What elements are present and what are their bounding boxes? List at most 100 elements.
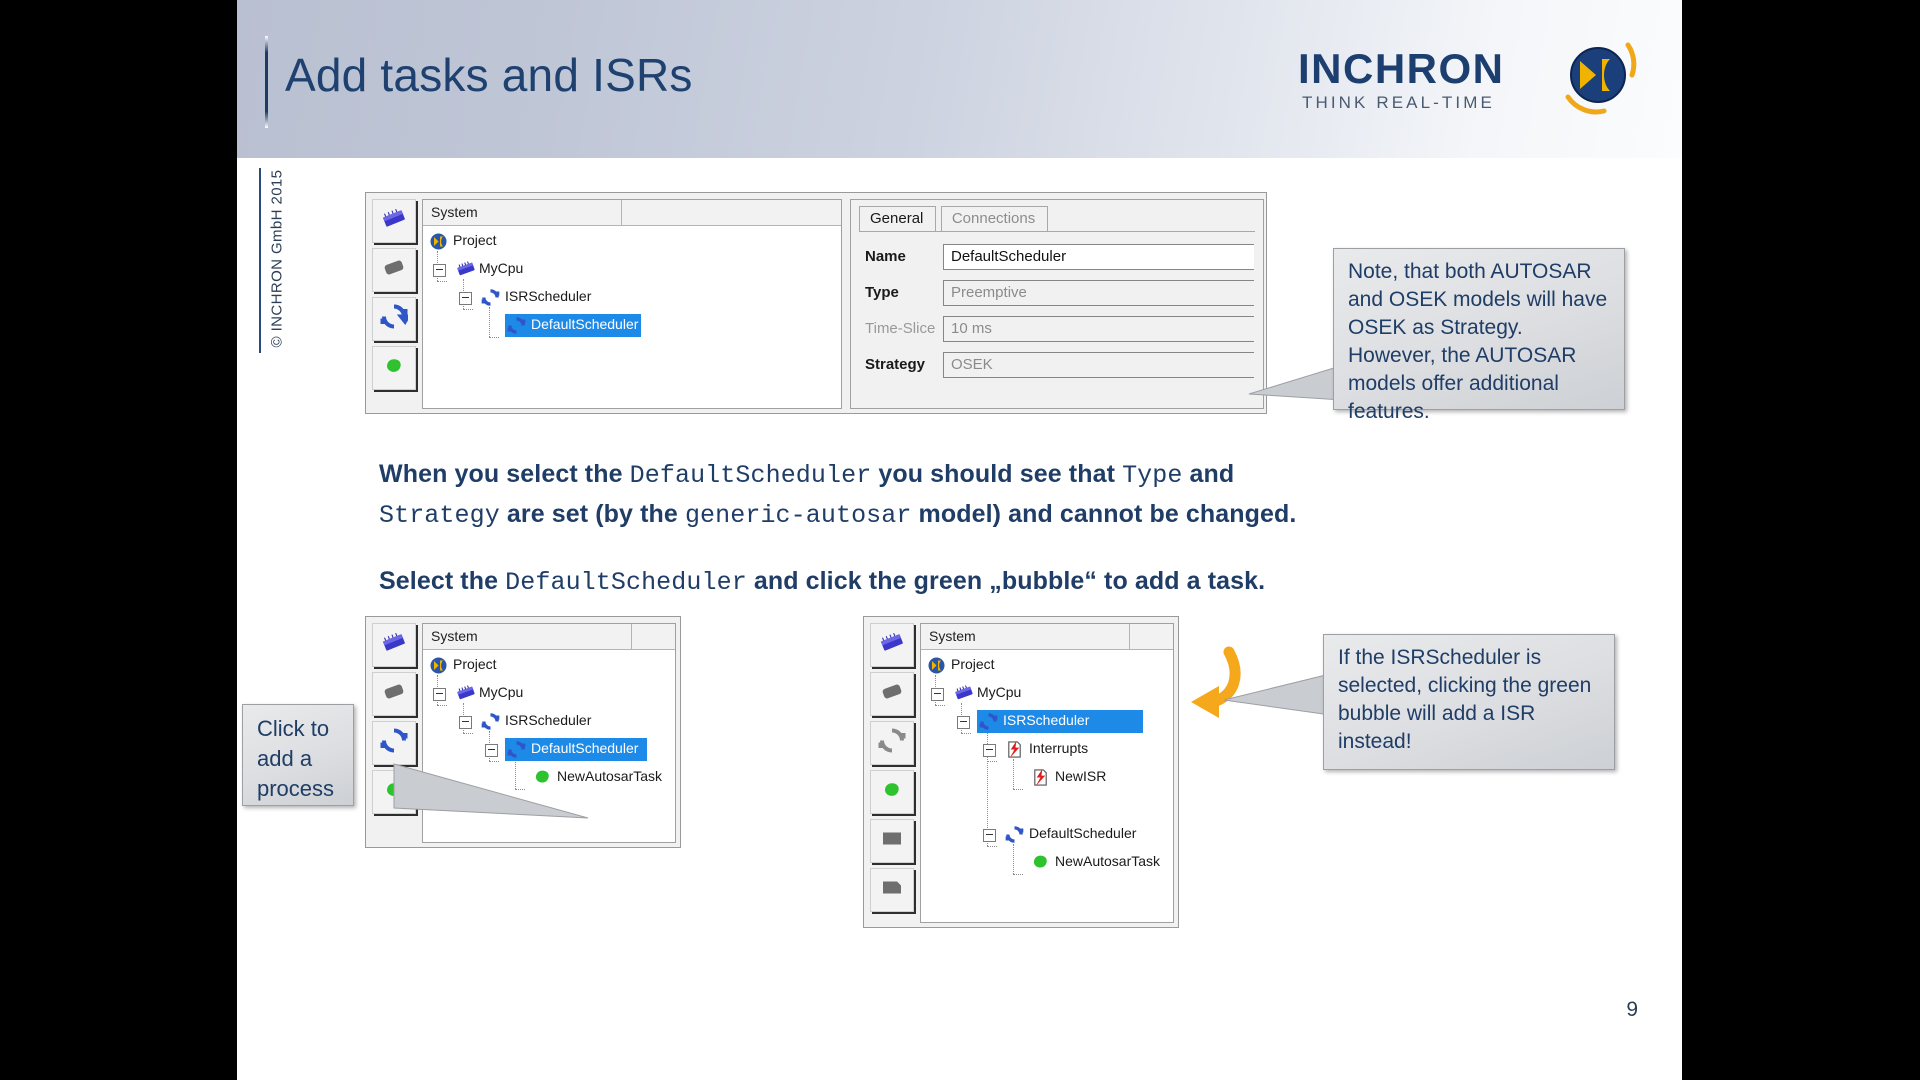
scheduler-icon xyxy=(979,712,998,731)
toolbar-button-memory-block[interactable] xyxy=(870,672,914,716)
gray-rect-icon xyxy=(881,880,903,901)
tree-node-isrscheduler[interactable]: ISRScheduler xyxy=(957,710,1143,733)
code-run: DefaultScheduler xyxy=(629,461,872,490)
slide-header: Add tasks and ISRs INCHRON THINK REAL-TI… xyxy=(237,0,1682,158)
memory-block-icon xyxy=(381,681,407,708)
scheduler-icon xyxy=(481,288,500,307)
expander-icon[interactable] xyxy=(459,292,472,305)
callout-isr-instead: If the ISRScheduler is selected, clickin… xyxy=(1323,634,1615,770)
cpu-chip-icon xyxy=(455,260,475,279)
toolbar-button-memory-block[interactable] xyxy=(372,672,416,716)
copyright-label: © INCHRON GmbH 2015 xyxy=(268,169,286,348)
callout-note-autosar: Note, that both AUTOSAR and OSEK models … xyxy=(1333,248,1625,423)
interrupt-icon xyxy=(1031,768,1050,787)
title-accent-rule xyxy=(265,36,268,128)
scheduler-icon xyxy=(1005,825,1024,844)
tree-node-label: ISRScheduler xyxy=(505,288,592,304)
code-run: Strategy xyxy=(379,501,500,530)
tree-column-header: System xyxy=(423,200,841,226)
tree-node-label: DefaultScheduler xyxy=(1029,825,1137,841)
tree-node-defaultscheduler[interactable]: DefaultScheduler xyxy=(485,738,647,761)
text-run: model) and cannot be changed. xyxy=(911,500,1297,528)
cpu-chip-icon xyxy=(879,632,905,659)
scheduler-refresh-icon xyxy=(380,303,412,336)
expander-icon[interactable] xyxy=(983,744,996,757)
toolbar-button-cpu-chip[interactable] xyxy=(372,199,416,243)
property-value: OSEK xyxy=(951,356,993,373)
logo-wordmark: INCHRON xyxy=(1298,45,1505,92)
toolbar-button-scheduler[interactable] xyxy=(372,721,416,765)
project-icon xyxy=(429,232,448,251)
green-bubble-process-icon xyxy=(882,781,902,804)
tree-node-label: ISRScheduler xyxy=(505,712,592,728)
cpu-chip-icon xyxy=(455,684,475,703)
property-input-type: Preemptive xyxy=(943,280,1254,306)
line-rich-2: Strategy are set (by the generic-autosar… xyxy=(379,500,1297,530)
toolbar-button-cpu-chip[interactable] xyxy=(372,623,416,667)
tree-node-defaultscheduler[interactable]: DefaultScheduler xyxy=(505,314,641,337)
property-label: Type xyxy=(865,284,899,301)
toolbar-button-gray-rect[interactable] xyxy=(870,868,914,912)
tree-node-label: DefaultScheduler xyxy=(531,316,639,332)
code-run: DefaultScheduler xyxy=(505,568,747,597)
interrupt-icon xyxy=(1005,740,1024,759)
screenshot-top-toolbar xyxy=(372,199,416,395)
expander-icon[interactable] xyxy=(433,264,446,277)
project-icon xyxy=(927,656,946,675)
toolbar-button-add-process[interactable] xyxy=(870,770,914,814)
callout-text: Click to add a process xyxy=(257,716,335,801)
text-run: When you select the xyxy=(379,460,630,488)
property-value: 10 ms xyxy=(951,320,992,337)
scheduler-icon xyxy=(507,740,526,759)
toolbar-button-add-process[interactable] xyxy=(372,346,416,390)
tab-general[interactable]: General xyxy=(859,206,937,231)
paragraph-line: When you select the DefaultScheduler you… xyxy=(379,455,1296,495)
expander-icon[interactable] xyxy=(433,688,446,701)
tree-node-label: Project xyxy=(951,656,995,672)
logo-mark-icon xyxy=(1565,42,1637,115)
page-number: 9 xyxy=(1626,998,1638,1021)
tree-node-label: ISRScheduler xyxy=(1003,712,1090,728)
expander-icon[interactable] xyxy=(459,716,472,729)
memory-block-icon xyxy=(879,681,905,708)
text-run: and click the green „bubble“ to add a ta… xyxy=(746,567,1266,595)
text-run: are set (by the xyxy=(499,500,685,528)
inchron-logo: INCHRON THINK REAL-TIME xyxy=(1298,31,1638,123)
tree-node-label: Interrupts xyxy=(1029,740,1089,756)
expander-icon[interactable] xyxy=(931,688,944,701)
green-bubble-process-icon xyxy=(1031,853,1050,872)
property-label: Strategy xyxy=(865,356,926,373)
expander-icon[interactable] xyxy=(957,716,970,729)
property-label: Time-Slice xyxy=(865,320,936,337)
toolbar-button-memory-block[interactable] xyxy=(372,248,416,292)
copyright-rule xyxy=(259,168,261,353)
property-input-name[interactable]: DefaultScheduler xyxy=(943,244,1254,270)
property-input-strategy: OSEK xyxy=(943,352,1254,378)
project-icon xyxy=(429,656,448,675)
tree-node-label: Project xyxy=(453,656,497,672)
callout-click-to-add: Click to add a process xyxy=(242,704,354,806)
screenshot-br-toolbar xyxy=(870,623,914,917)
paragraph-select-defaultscheduler: When you select the DefaultScheduler you… xyxy=(379,455,1296,535)
scheduler-icon xyxy=(481,712,500,731)
tree-node-label: NewAutosarTask xyxy=(557,768,663,784)
gray-square-icon xyxy=(881,831,903,852)
callout-click-add-tail xyxy=(393,763,589,819)
line-rich-1: When you select the DefaultScheduler you… xyxy=(379,460,1234,490)
property-value: Preemptive xyxy=(951,284,1027,301)
toolbar-button-gray-square[interactable] xyxy=(870,819,914,863)
expander-icon[interactable] xyxy=(485,744,498,757)
toolbar-button-scheduler[interactable] xyxy=(372,297,416,341)
cpu-chip-icon xyxy=(381,208,407,235)
paragraph-click-green-bubble: Select the DefaultScheduler and click th… xyxy=(379,562,1265,602)
screenshot-br-tree: System xyxy=(920,623,1174,923)
tree-node-label: NewAutosarTask xyxy=(1055,853,1161,869)
orange-curved-arrow-icon xyxy=(1191,646,1241,718)
expander-icon[interactable] xyxy=(983,829,996,842)
tree-column-header: System xyxy=(423,624,675,650)
toolbar-button-cpu-chip[interactable] xyxy=(870,623,914,667)
logo-tagline: THINK REAL-TIME xyxy=(1302,93,1495,112)
green-bubble-process-icon xyxy=(384,357,404,380)
tab-connections[interactable]: Connections xyxy=(940,206,1049,231)
callout-text: Note, that both AUTOSAR and OSEK models … xyxy=(1348,260,1608,423)
